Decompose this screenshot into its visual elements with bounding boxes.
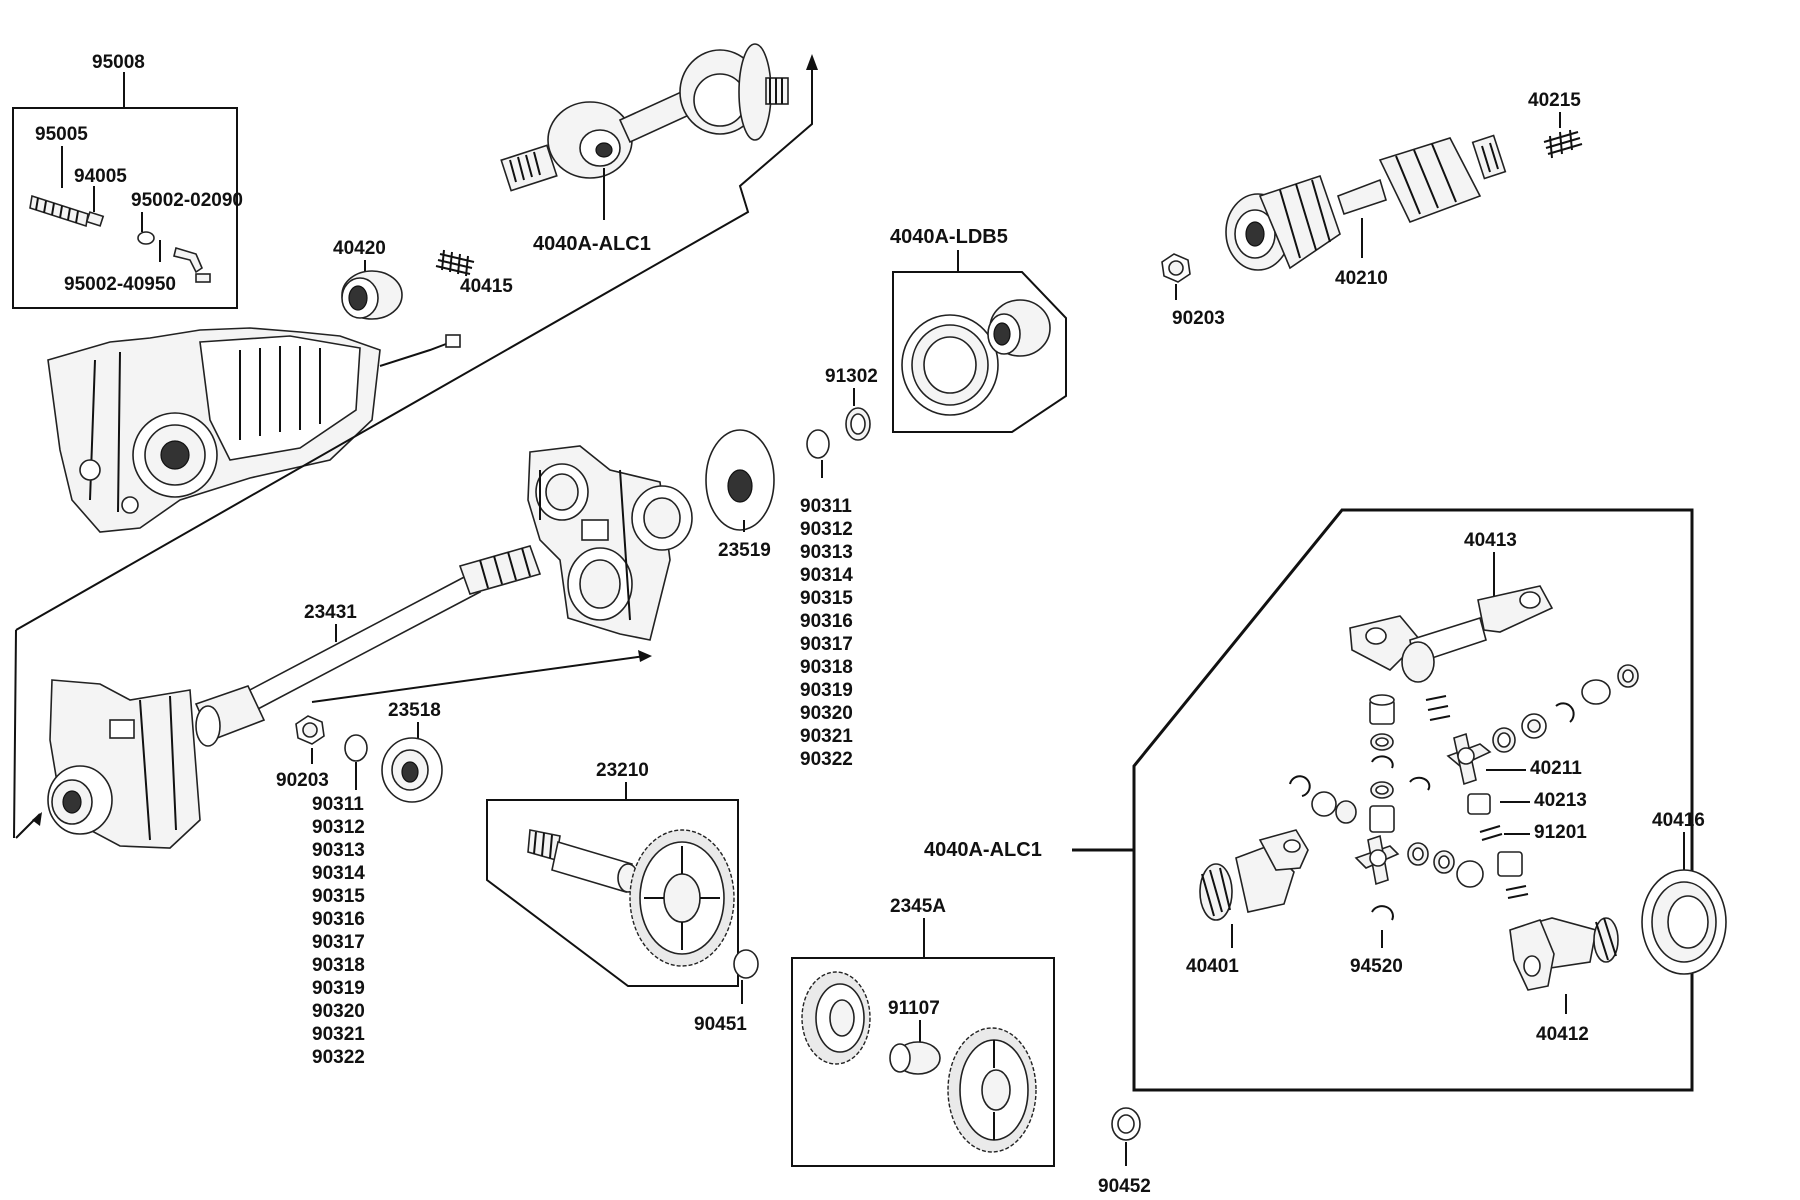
clamp-95002-02090 (137, 231, 155, 245)
shim-left-11: 90322 (312, 1047, 365, 1068)
label-91302: 91302 (825, 366, 878, 387)
gear-2345A-small (801, 971, 871, 1065)
lower-housing (47, 679, 201, 849)
shim-left-1: 90312 (312, 817, 365, 838)
label-91107: 91107 (888, 998, 940, 1019)
label-95002-02090: 95002-02090 (131, 190, 243, 211)
label-2345A: 2345A (890, 896, 946, 917)
shim-left-7: 90318 (312, 955, 365, 976)
part-40215-spring (1543, 129, 1583, 159)
shim-right-11: 90322 (800, 749, 853, 770)
section-line (13, 70, 813, 839)
shim-right-5: 90316 (800, 611, 853, 632)
shim-right-8: 90319 (800, 680, 853, 701)
nut-90203-mid (295, 715, 325, 745)
part-40415-spring (435, 249, 475, 277)
shim-right-9: 90320 (800, 703, 853, 724)
boot-95005 (29, 194, 105, 228)
kit-95008-group: 95008 95005 94005 95002-02090 95002-4095… (12, 52, 243, 309)
shim-right-1: 90312 (800, 519, 853, 540)
yoke-40412 (1509, 917, 1619, 991)
label-90452: 90452 (1098, 1176, 1151, 1197)
label-90203-mid: 90203 (276, 770, 329, 791)
shim-right-0: 90311 (800, 496, 852, 517)
label-40420: 40420 (333, 238, 386, 259)
label-4040A-ALC1-top: 4040A-ALC1 (533, 233, 651, 255)
label-23518: 23518 (388, 700, 441, 721)
shim-right-7: 90318 (800, 657, 853, 678)
bearing-91107 (889, 1041, 941, 1075)
label-94005: 94005 (74, 166, 127, 187)
shim-washer-right (806, 429, 830, 459)
kit-4040A-ALC1-box (1132, 508, 1694, 1092)
gear-23210 (629, 829, 735, 967)
tube-95002-40950 (173, 246, 203, 274)
shim-left-2: 90313 (312, 840, 365, 861)
gear-2345A-large (947, 1027, 1037, 1153)
shim-left-0: 90311 (312, 794, 364, 815)
propshaft-4040A-ALC1-top (500, 43, 789, 192)
shim-left-5: 90316 (312, 909, 365, 930)
label-40213: 40213 (1534, 790, 1587, 811)
shim-right-2: 90313 (800, 542, 853, 563)
seal-4040A-LDB5 (901, 314, 999, 416)
shim-right-4: 90315 (800, 588, 853, 609)
label-23431: 23431 (304, 602, 357, 623)
shim-right-3: 90314 (800, 565, 853, 586)
shim-left-9: 90320 (312, 1001, 365, 1022)
shim-right-6: 90317 (800, 634, 853, 655)
label-4040A-ALC1-box: 4040A-ALC1 (924, 839, 1042, 861)
label-90451: 90451 (694, 1014, 747, 1035)
kit-2345A-box (791, 957, 1055, 1167)
part-40420-bearing (341, 270, 403, 320)
shim-washer-left (344, 734, 368, 762)
label-91201: 91201 (1534, 822, 1587, 843)
label-95002-40950: 95002-40950 (64, 274, 176, 295)
shim-left-10: 90321 (312, 1024, 365, 1045)
label-23519: 23519 (718, 540, 771, 561)
kit-23210-box (486, 799, 739, 987)
label-40416: 40416 (1652, 810, 1705, 831)
bearing-23518 (381, 737, 443, 803)
center-cover-housing (527, 445, 693, 641)
gear-shaft-23210 (527, 829, 639, 894)
shim-right-10: 90321 (800, 726, 853, 747)
label-40412: 40412 (1536, 1024, 1589, 1045)
label-40210: 40210 (1335, 268, 1388, 289)
nut-90203-top (1161, 253, 1191, 283)
shim-left-3: 90314 (312, 863, 365, 884)
label-40211: 40211 (1530, 758, 1582, 779)
washer-90451 (733, 949, 759, 979)
shim-left-4: 90315 (312, 886, 365, 907)
bearing-4040A-LDB5 (987, 299, 1051, 357)
label-94520: 94520 (1350, 956, 1403, 977)
disc-23519 (705, 429, 775, 531)
label-40415: 40415 (460, 276, 513, 297)
shim-list-right: 90311 90312 90313 90314 90315 90316 9031… (800, 496, 853, 770)
leader-shaft (311, 655, 646, 703)
cv-shaft-40210 (1225, 134, 1507, 271)
yoke-40401 (1199, 829, 1309, 921)
shim-left-8: 90319 (312, 978, 365, 999)
seal-40416 (1641, 869, 1727, 975)
label-95005: 95005 (35, 124, 88, 145)
yoke-shaft-40413 (1349, 585, 1554, 683)
label-40215: 40215 (1528, 90, 1581, 111)
ujoint-components (1289, 664, 1639, 921)
shaft-23431 (194, 545, 542, 747)
label-90203-top: 90203 (1172, 308, 1225, 329)
label-40413: 40413 (1464, 530, 1517, 551)
label-95008: 95008 (92, 52, 145, 73)
kit-4040A-LDB5-box (892, 271, 1067, 433)
label-4040A-LDB5: 4040A-LDB5 (890, 226, 1008, 248)
label-40401: 40401 (1186, 956, 1239, 977)
transmission-housing (47, 327, 461, 533)
shim-left-6: 90317 (312, 932, 365, 953)
label-23210: 23210 (596, 760, 649, 781)
shim-list-left: 90311 90312 90313 90314 90315 90316 9031… (312, 794, 365, 1068)
